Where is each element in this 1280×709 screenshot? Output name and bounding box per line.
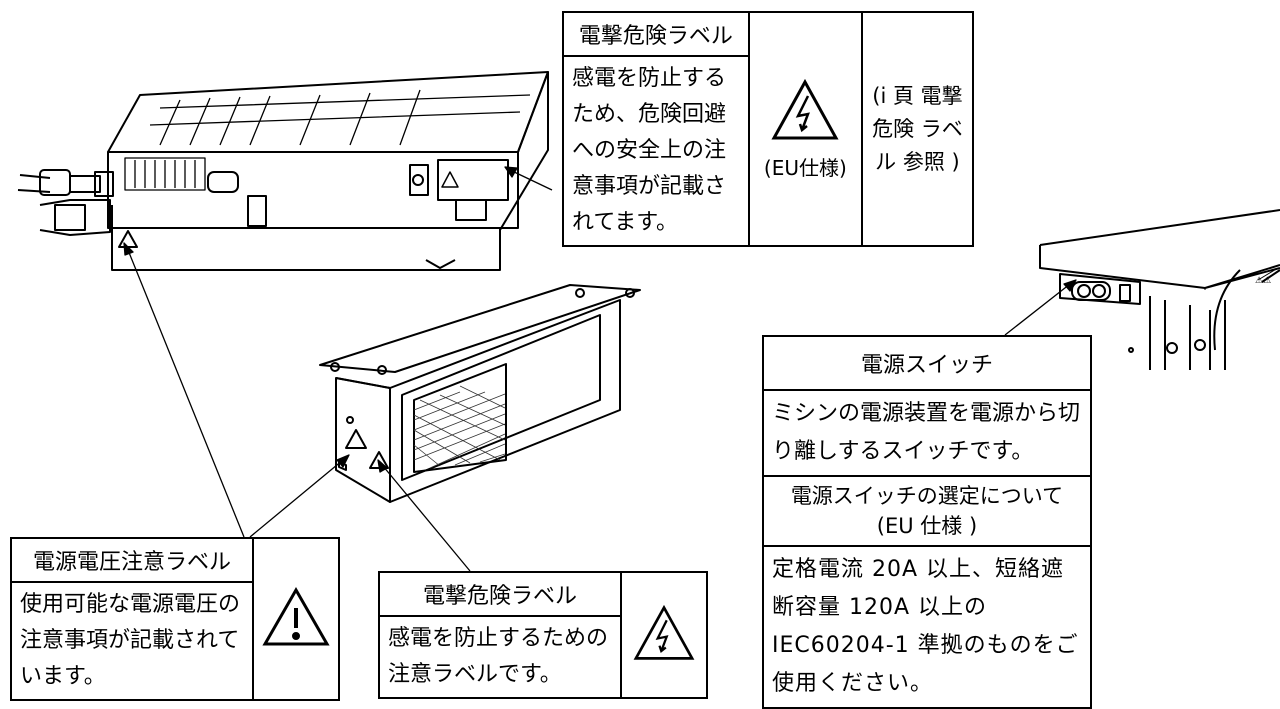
electric-shock-warning-icon [633, 604, 695, 660]
shock-label-top-symbol: (EU仕様) [747, 11, 863, 247]
shock-label-top-description: 感電を防止するため、危険回避への安全上の注意事項が記載されてます。 [562, 55, 750, 247]
voltage-caution-label: 電源電圧注意ラベル 使用可能な電源電圧の注意事項が記載されています。 [10, 537, 340, 701]
power-switch-selection-title: 電源スイッチの選定について (EU 仕様 ) [762, 475, 1092, 547]
voltage-caution-title: 電源電圧注意ラベル [10, 537, 254, 583]
svg-text:⚠⚠: ⚠⚠ [1255, 276, 1271, 286]
leader-lines [123, 166, 1077, 572]
shock-label-top-reference: (i 頁 電撃危険 ラベル 参照 ) [860, 11, 975, 247]
power-box-drawing [319, 284, 641, 503]
voltage-caution-symbol [252, 537, 340, 701]
power-switch-selection-text: 定格電流 20A 以上、短絡遮断容量 120A 以上の IEC60204-1 準… [762, 545, 1092, 709]
shock-label-bottom-description: 感電を防止するための注意ラベルです。 [378, 615, 622, 699]
electric-shock-warning-icon [771, 78, 839, 139]
eu-spec-note: (EU仕様) [763, 155, 847, 180]
caution-exclamation-icon [262, 586, 330, 646]
control-box-drawing [17, 71, 549, 271]
shock-label-bottom-title: 電撃危険ラベル [378, 571, 622, 617]
power-switch-info: 電源スイッチ ミシンの電源装置を電源から切り離しするスイッチです。 電源スイッチ… [762, 335, 1092, 709]
voltage-caution-description: 使用可能な電源電圧の注意事項が記載されています。 [10, 581, 254, 701]
power-switch-description: ミシンの電源装置を電源から切り離しするスイッチです。 [762, 389, 1092, 477]
shock-label-bottom-symbol [620, 571, 708, 699]
machine-table-drawing: ⚠⚠ [1039, 209, 1280, 370]
shock-label-top: 電撃危険ラベル (EU仕様) (i 頁 電撃危険 ラベル 参照 ) 感電を防止す… [562, 11, 975, 247]
shock-label-bottom: 電撃危険ラベル 感電を防止するための注意ラベルです。 [378, 571, 708, 699]
power-switch-title: 電源スイッチ [762, 335, 1092, 391]
shock-label-top-title: 電撃危険ラベル [562, 11, 750, 57]
equipment-illustration: ⚠⚠ [17, 71, 1280, 572]
